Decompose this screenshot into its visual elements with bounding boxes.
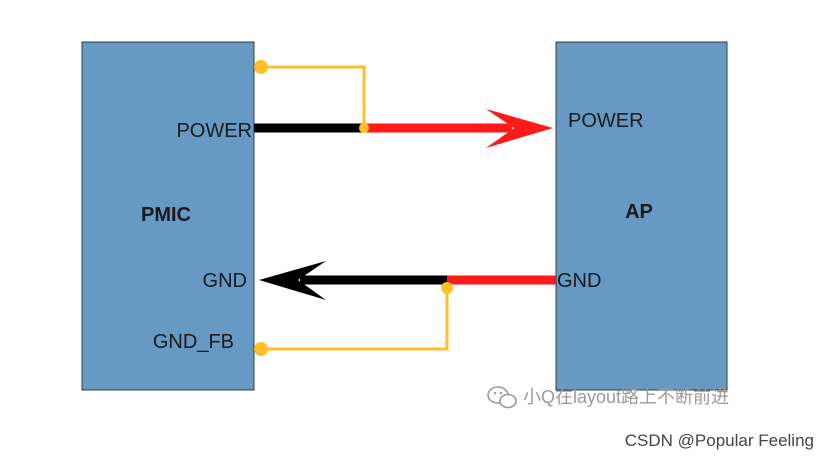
pmic-block [81,41,255,391]
ap-block [555,41,728,391]
power-sense-wire [261,65,366,128]
pmic-gnd-fb-pin-label: GND_FB [153,331,234,353]
power-arrowhead [486,109,553,148]
wechat-icon [487,386,517,409]
gnd-junction-dot [441,282,453,294]
pmic-power-pin-label: POWER [176,120,252,142]
pmic-title: PMIC [141,204,191,226]
gnd-sense-wire [261,288,449,351]
watermark-text: 小Q在layout路上不断前进 [523,387,729,407]
ap-power-pin-label: POWER [568,110,644,132]
pmic-gnd-pin-label: GND [203,270,247,292]
csdn-credit: CSDN @Popular Feeling [625,431,814,450]
power-junction-dot [359,123,369,133]
ap-title: AP [625,201,653,223]
ap-gnd-pin-label: GND [557,270,601,292]
gnd-arrowhead [259,261,326,300]
power-sense-dot [254,60,268,74]
gnd-fb-dot [254,342,268,356]
